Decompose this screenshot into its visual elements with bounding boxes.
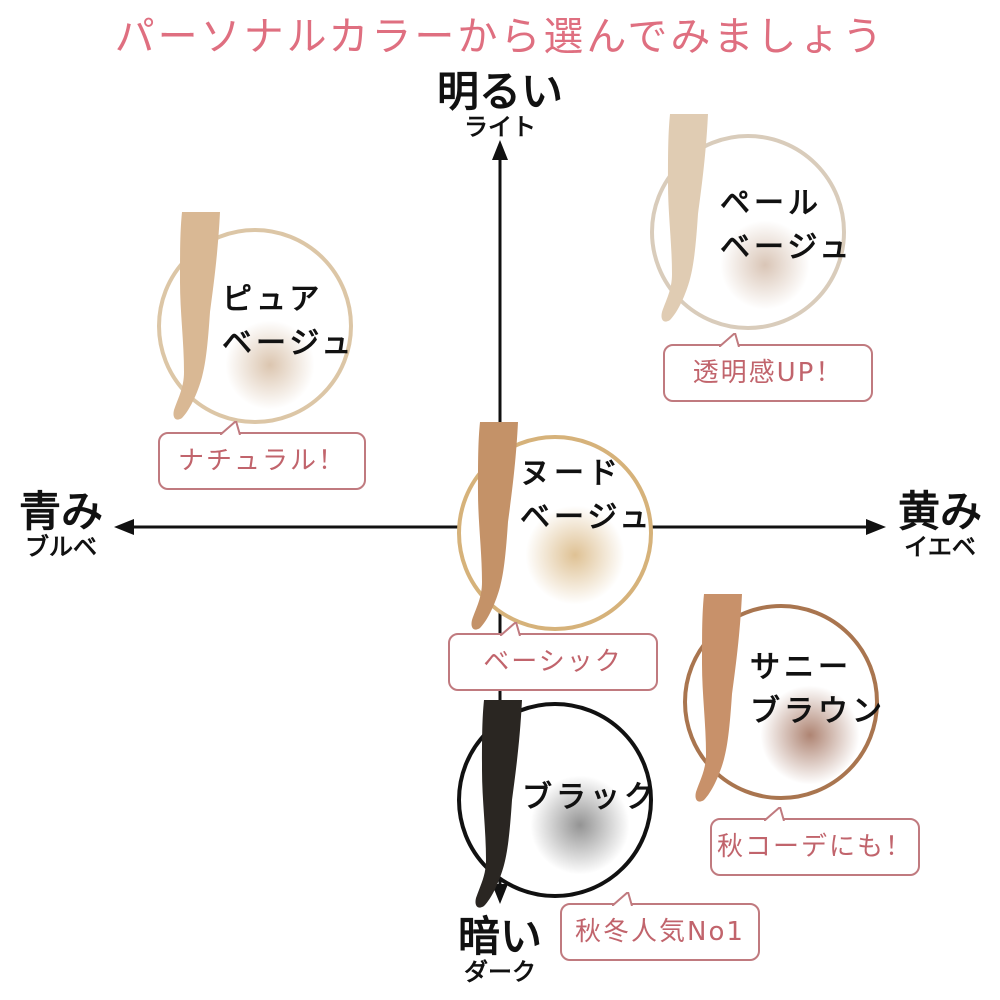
item-name: ペールベージュ <box>720 186 854 265</box>
tag-bubble: 透明感UP！ <box>663 333 873 402</box>
stocking-leg-icon <box>475 700 522 908</box>
stocking-leg-icon <box>695 594 742 802</box>
color-swatch <box>530 775 630 875</box>
item-name: サニーブラウン <box>750 650 886 729</box>
axis-label-top: 明るい ライト <box>436 67 563 141</box>
arrow-down-icon <box>492 884 508 904</box>
axis-label-right: 黄み イエベ <box>897 487 982 561</box>
arrow-left-icon <box>114 519 134 535</box>
color-swatch <box>525 505 625 605</box>
tag-bubble: ベーシック <box>448 622 658 691</box>
item-name: ブラック <box>522 780 658 815</box>
arrow-up-icon <box>492 140 508 160</box>
color-swatch <box>720 220 810 310</box>
stocking-leg-icon <box>471 422 518 630</box>
arrow-right-icon <box>866 519 886 535</box>
axis-label-bottom: 暗い ダーク <box>457 912 542 986</box>
stocking-leg-icon <box>173 212 220 420</box>
color-swatch <box>225 320 315 410</box>
tag-bubble: 秋冬人気No1 <box>560 892 760 961</box>
tag-bubble: ナチュラル！ <box>158 421 366 490</box>
axis-label-left: 青み ブルベ <box>18 487 103 561</box>
page-title: パーソナルカラーから選んでみましょう <box>114 14 886 60</box>
stocking-leg-icon <box>661 114 708 322</box>
color-swatch <box>760 685 860 785</box>
item-name: ヌードベージュ <box>520 456 654 535</box>
item-name: ピュアベージュ <box>222 282 356 361</box>
tag-bubble: 秋コーデにも！ <box>710 807 920 876</box>
